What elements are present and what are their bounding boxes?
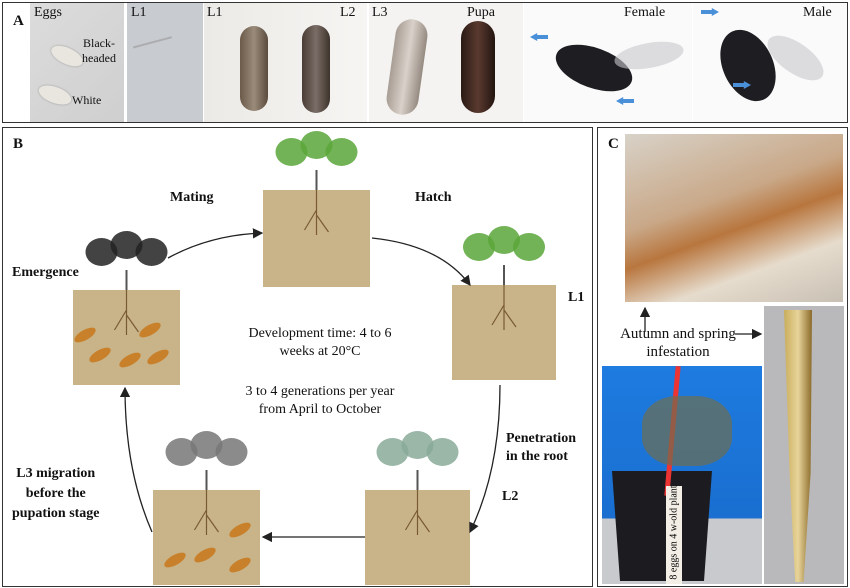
arrow-penetration bbox=[469, 384, 501, 534]
photo-title-2: L2 bbox=[340, 5, 356, 20]
root bbox=[491, 285, 517, 330]
arrow-mating bbox=[167, 228, 264, 259]
infestation-caption: Autumn and spring infestation bbox=[620, 326, 736, 360]
stage-mating: Mating bbox=[170, 190, 214, 205]
leaf bbox=[110, 231, 143, 259]
stage-l1: L1 bbox=[568, 290, 585, 305]
development-time-text: Development time: 4 to 6 weeks at 20°C bbox=[248, 326, 392, 359]
leaf bbox=[426, 438, 459, 466]
root bbox=[404, 490, 430, 535]
panel-a-label: A bbox=[13, 13, 24, 29]
panel-a: A Eggs Black- headed White L1 L1 L2 L3 P… bbox=[2, 2, 848, 123]
pupa bbox=[119, 352, 141, 368]
leaf bbox=[463, 233, 495, 261]
panel-b-label: B bbox=[13, 136, 24, 152]
root bbox=[193, 490, 219, 535]
pupa bbox=[229, 557, 251, 573]
leaf bbox=[325, 138, 358, 166]
eggs-photo: Eggs Black- headed White bbox=[30, 3, 124, 122]
female-fly-photo: Female bbox=[524, 3, 692, 122]
l3-pupa-photo: L3 Pupa bbox=[369, 3, 523, 122]
stage-l3-migration: L3 migration before the pupation stage bbox=[12, 466, 100, 521]
leaf bbox=[165, 438, 198, 466]
leaf bbox=[275, 138, 308, 166]
leaf bbox=[376, 438, 409, 466]
pupa bbox=[74, 327, 96, 343]
pupa bbox=[89, 347, 111, 363]
photo-title: Eggs bbox=[34, 5, 62, 20]
male-fly-photo: Male bbox=[693, 3, 847, 122]
leaf bbox=[300, 131, 333, 159]
l1-photo: L1 bbox=[127, 3, 203, 122]
stage-penetration: Penetration in the root bbox=[506, 431, 576, 464]
leaf bbox=[513, 233, 545, 261]
root bbox=[303, 190, 329, 235]
photo-title: Male bbox=[803, 5, 832, 20]
root bbox=[113, 290, 139, 335]
leaf bbox=[190, 431, 223, 459]
leaf bbox=[215, 438, 248, 466]
leaf bbox=[488, 226, 520, 254]
infested-root-closeup-photo bbox=[625, 134, 843, 302]
pupa bbox=[164, 552, 186, 568]
panel-c-label: C bbox=[608, 136, 619, 152]
stage-l2: L2 bbox=[502, 489, 519, 504]
photo-title: L1 bbox=[131, 5, 147, 20]
leaf bbox=[401, 431, 434, 459]
leaf bbox=[85, 238, 118, 266]
panel-c: C Autumn and spring infestation 8 eggs o… bbox=[597, 127, 848, 587]
photo-title: Female bbox=[624, 5, 666, 20]
egg-label-black-headed: Black- headed bbox=[82, 36, 116, 65]
pupa bbox=[194, 547, 216, 563]
pupa bbox=[229, 522, 251, 538]
arrow-l3-migration bbox=[119, 386, 153, 533]
photo-title-2: Pupa bbox=[467, 5, 495, 20]
infested-root-photo bbox=[764, 306, 844, 584]
pupa bbox=[147, 349, 169, 365]
pupa bbox=[139, 322, 161, 338]
generations-text: 3 to 4 generations per year from April t… bbox=[245, 384, 395, 417]
egg-label-white: White bbox=[72, 93, 102, 107]
potted-plant-photo: 8 eggs on 4 w-old plant bbox=[602, 366, 762, 584]
leaf bbox=[135, 238, 168, 266]
photo-title: L1 bbox=[207, 5, 223, 20]
l1-l2-photo: L1 L2 bbox=[204, 3, 367, 122]
stage-hatch: Hatch bbox=[415, 190, 452, 205]
photo-title: L3 bbox=[372, 5, 388, 20]
stage-emergence: Emergence bbox=[12, 265, 79, 280]
pot-label: 8 eggs on 4 w-old plant bbox=[666, 485, 682, 584]
arrow-hatch bbox=[371, 237, 471, 287]
